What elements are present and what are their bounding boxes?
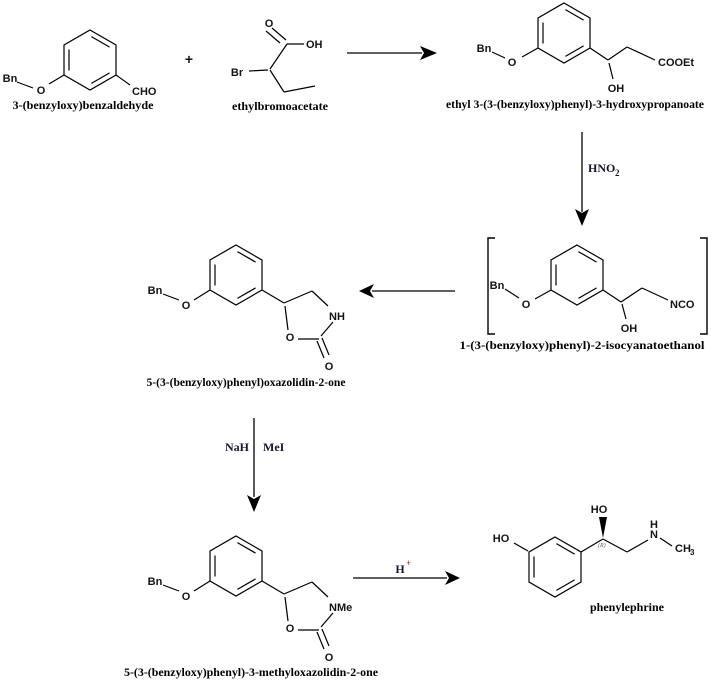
bonds (248, 27, 316, 93)
reaction-arrow-down-nah-mei: NaH MeI (225, 418, 285, 512)
compound-name: ethyl 3-(3-(benzyloxy)phenyl)-3-hydroxyp… (446, 97, 705, 111)
benzene-ring (537, 2, 591, 64)
atom-label-phenol-ho: HO (493, 533, 510, 545)
bonds (491, 46, 656, 80)
compound-name: 3-(benzyloxy)benzaldehyde (13, 98, 155, 112)
plus-sign: + (185, 51, 193, 67)
left-bracket (487, 237, 495, 335)
bonds (513, 537, 673, 553)
atom-label-carbonyl-o: O (265, 18, 274, 30)
molecule-oxazolidinone: Bn O NH O O 5-(3-(benzyloxy)phenyl)oxazo… (147, 244, 347, 389)
compound-name: phenylephrine (590, 600, 665, 614)
compound-name: 1-(3-(benzyloxy)phenyl)-2-isocyanatoetha… (460, 338, 706, 352)
substituent-bonds (16, 74, 131, 89)
bonds (504, 287, 669, 320)
molecule-methyloxazolidinone: Bn O NMe O O 5-(3-(benzyloxy)phenyl)-3-m… (124, 535, 379, 679)
benzene-ring (63, 29, 117, 91)
atom-label-o: O (508, 57, 517, 69)
atom-label-methyl: CH (675, 543, 691, 555)
bonds (162, 580, 334, 650)
benzene-ring (528, 536, 582, 598)
reagent-nah: NaH (225, 440, 250, 454)
molecule-3-benzyloxy-benzaldehyde: Bn O CHO 3-(benzyloxy)benzaldehyde (3, 29, 157, 112)
molecule-ethylbromoacetate: O OH Br ethylbromoacetate (231, 18, 329, 113)
atom-label-carbonyl-o: O (325, 361, 334, 373)
reaction-arrow-right-1 (347, 46, 437, 60)
atom-label-nh-h: H (650, 519, 658, 531)
atom-label-oh: OH (306, 39, 323, 51)
stereo-descriptor-r: (R) (598, 542, 606, 549)
stereo-wedge-bond (599, 517, 607, 538)
atom-label-ether-o: O (182, 300, 191, 312)
atom-label-ring-o: O (286, 623, 295, 635)
reagent-hno2: HNO (588, 161, 615, 175)
atom-label-n: N (650, 529, 658, 541)
atom-label-o: O (522, 299, 531, 311)
atom-label-bn: Bn (148, 576, 163, 588)
atom-label-benzylic-ho: HO (591, 504, 608, 516)
atom-label-ether-o: O (182, 591, 191, 603)
atom-label-bn: Bn (490, 280, 505, 292)
reaction-arrow-right-hplus: H + (353, 558, 460, 585)
atom-label-oh: OH (608, 83, 625, 95)
reagent-mei: MeI (263, 440, 285, 454)
atom-label-o: O (37, 85, 46, 97)
atom-label-cooet: COOEt (658, 57, 694, 69)
atom-label-nco: NCO (670, 299, 695, 311)
molecule-hydroxypropanoate: Bn O OH COOEt ethyl 3-(3-(benzyloxy)phen… (446, 2, 705, 111)
molecule-phenylephrine: HO HO (R) H N CH 3 phenylephrine (493, 504, 695, 614)
molecule-isocyanatoethanol-intermediate: Bn O OH NCO 1-(3-(benzyloxy)phenyl)-2-is… (460, 237, 708, 352)
atom-label-cho: CHO (132, 86, 157, 98)
atom-label-nh: NH (329, 311, 345, 323)
reagent-hno2-subscript: 2 (615, 168, 620, 178)
atom-label-bn: Bn (477, 43, 492, 55)
right-bracket (700, 237, 708, 335)
atom-label-bn: Bn (3, 73, 18, 85)
compound-name: 5-(3-(benzyloxy)phenyl)-3-methyloxazolid… (124, 665, 379, 679)
benzene-ring (209, 244, 263, 306)
atom-label-ring-o: O (286, 332, 295, 344)
reagent-hplus-superscript: + (406, 558, 411, 568)
atom-label-methyl-subscript: 3 (690, 548, 695, 557)
bonds (162, 289, 334, 359)
reagent-hplus: H (395, 562, 405, 576)
atom-label-nme: NMe (329, 602, 352, 614)
reaction-arrow-down-hno2: HNO 2 (575, 132, 620, 226)
reaction-arrow-left (359, 284, 455, 298)
atom-label-bn: Bn (148, 285, 163, 297)
compound-name: ethylbromoacetate (232, 99, 329, 113)
compound-name: 5-(3-(benzyloxy)phenyl)oxazolidin-2-one (147, 375, 347, 389)
benzene-ring (209, 535, 263, 597)
atom-label-carbonyl-o: O (325, 652, 334, 664)
atom-label-oh: OH (621, 323, 638, 335)
benzene-ring (550, 244, 604, 306)
atom-label-br: Br (231, 67, 244, 79)
